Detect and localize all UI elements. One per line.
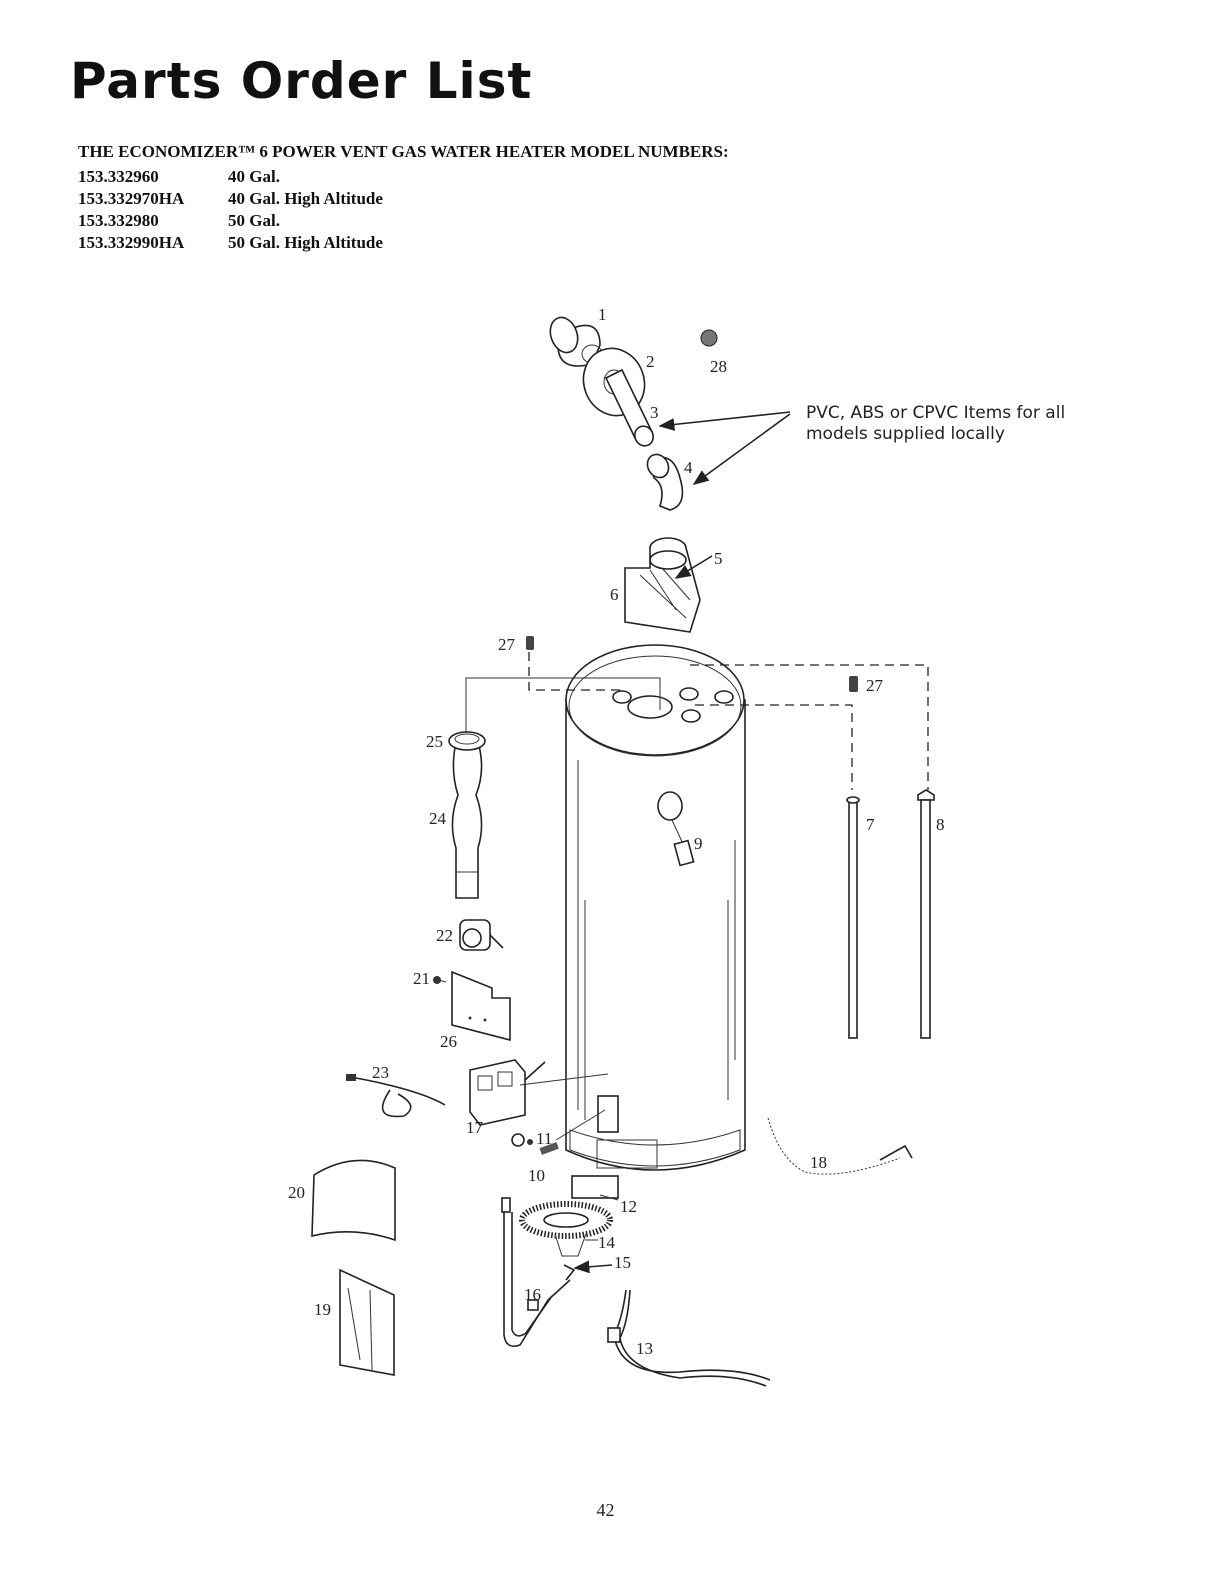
model-description: 50 Gal. [228, 211, 280, 230]
part-label: 26 [440, 1032, 457, 1051]
part-12-manifold-door [571, 1175, 619, 1199]
part-label: 1 [598, 305, 607, 324]
part-22-pressure-switch [459, 919, 504, 951]
part-label: 19 [314, 1300, 331, 1319]
part-28-grommet [700, 329, 718, 347]
part-label: 6 [610, 585, 619, 604]
part-label: 11 [536, 1129, 552, 1148]
part-label: 22 [436, 926, 453, 945]
model-row: 153.332970HA 40 Gal. High Altitude [78, 188, 383, 210]
part-label: 27 [866, 676, 884, 695]
part-10-11-fittings [511, 1133, 559, 1155]
model-row: 153.332960 40 Gal. [78, 166, 383, 188]
part-label: 13 [636, 1339, 653, 1358]
part-label: 5 [714, 549, 723, 568]
part-13-pilot-assembly [607, 1289, 771, 1387]
supplied-locally-note: PVC, ABS or CPVC Items for all models su… [806, 403, 1066, 444]
part-labels: 1 2 3 4 5 6 7 8 9 10 11 12 13 14 15 16 1… [288, 305, 945, 1358]
part-label: 23 [372, 1063, 389, 1082]
leader-lines [437, 979, 619, 1241]
part-15-orifice [563, 1264, 576, 1281]
part-19-inner-door [339, 1268, 395, 1376]
part-20-outer-door [311, 1159, 396, 1242]
part-label: 21 [413, 969, 430, 988]
model-row: 153.332980 50 Gal. [78, 210, 383, 232]
part-label: 2 [646, 352, 655, 371]
connection-lines [465, 652, 929, 790]
part-label: 3 [650, 403, 659, 422]
part-label: 14 [598, 1233, 616, 1252]
page-number: 42 [596, 1500, 615, 1520]
part-label: 10 [528, 1166, 545, 1185]
part-label: 25 [426, 732, 443, 751]
model-number: 153.332990HA [78, 233, 185, 252]
model-numbers-heading: THE ECONOMIZER™ 6 POWER VENT GAS WATER H… [78, 142, 729, 161]
part-label: 8 [936, 815, 945, 834]
part-label: 20 [288, 1183, 305, 1202]
part-18-igniter-wire [767, 1117, 913, 1175]
part-5-6-blower-assembly [624, 537, 701, 633]
part-label: 18 [810, 1153, 827, 1172]
part-27-fitting [526, 636, 858, 692]
part-label: 7 [866, 815, 875, 834]
part-label: 17 [466, 1118, 484, 1137]
model-description: 40 Gal. High Altitude [228, 189, 383, 208]
part-16-manifold-tube [501, 1197, 571, 1348]
model-row: 153.332990HA 50 Gal. High Altitude [78, 232, 383, 254]
part-label: 9 [694, 834, 703, 853]
model-description: 40 Gal. [228, 167, 280, 186]
part-9-sensor [657, 791, 695, 867]
water-heater-tank [565, 644, 746, 1171]
note-arrows [573, 411, 791, 1274]
part-label: 15 [614, 1253, 631, 1272]
part-25-hose-clamp [448, 731, 486, 751]
part-label: 28 [710, 357, 727, 376]
part-label: 4 [684, 458, 693, 477]
page-title: Parts Order List [70, 52, 533, 110]
part-3-vent-pipe [604, 368, 654, 447]
part-label: 27 [498, 635, 516, 654]
model-number: 153.332960 [78, 167, 159, 186]
part-17-gas-control-valve [469, 1059, 609, 1126]
part-26-bracket [451, 970, 511, 1042]
model-number: 153.332970HA [78, 189, 185, 208]
model-description: 50 Gal. High Altitude [228, 233, 383, 252]
model-list: 153.332960 40 Gal. 153.332970HA 40 Gal. … [78, 166, 383, 254]
model-number: 153.332980 [78, 211, 159, 230]
part-4-vent-elbow [646, 453, 684, 511]
part-7-anode-rod [846, 796, 860, 1039]
part-14-burner [519, 1201, 613, 1257]
part-1-vent-elbow [549, 316, 603, 367]
part-8-dip-tube [917, 789, 935, 1039]
part-label: 24 [429, 809, 447, 828]
part-24-flex-hose [451, 741, 483, 899]
part-label: 16 [524, 1285, 541, 1304]
part-23-wire-harness [346, 1074, 446, 1118]
part-21-screw [433, 976, 441, 984]
part-label: 12 [620, 1197, 637, 1216]
